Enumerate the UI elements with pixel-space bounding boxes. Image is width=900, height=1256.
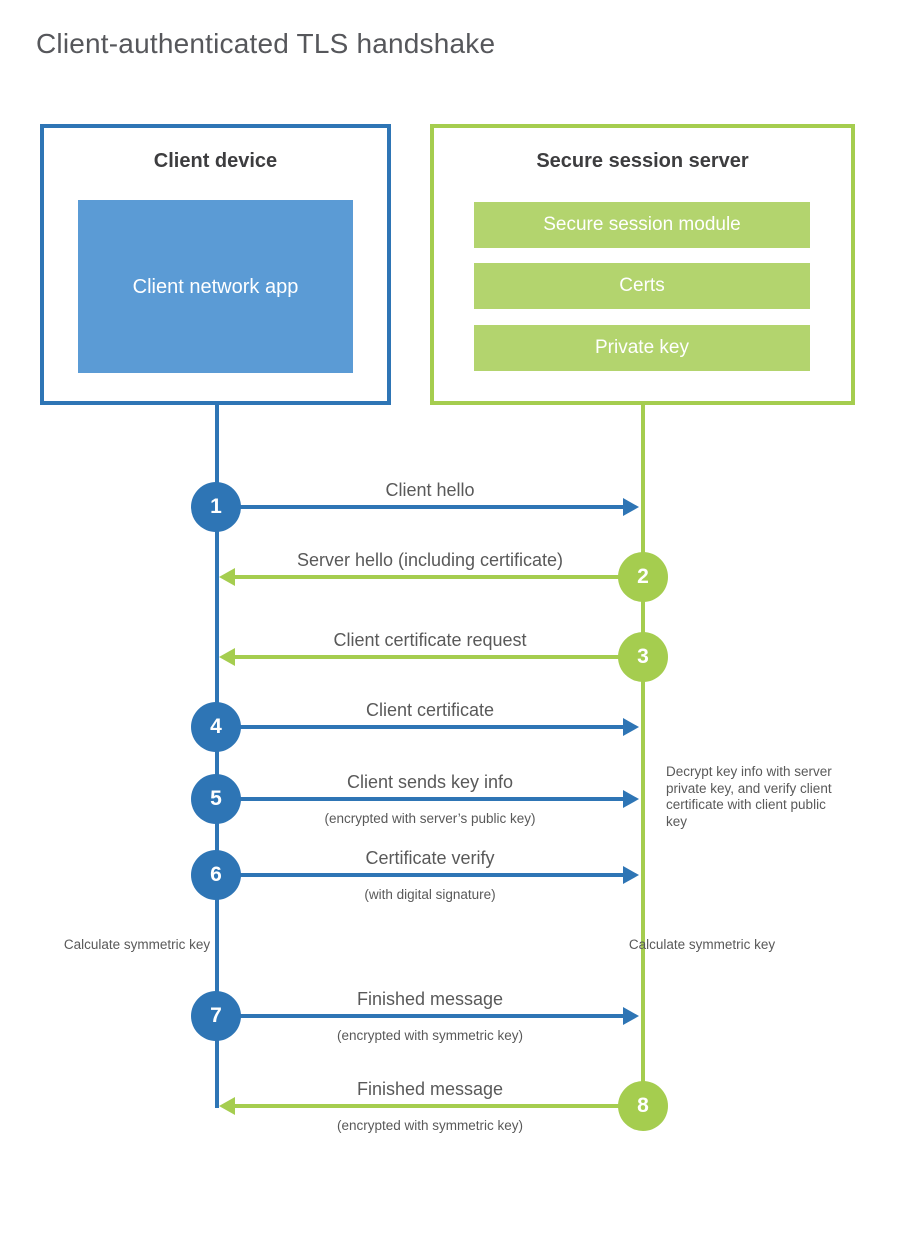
- step-number-badge: 8: [618, 1081, 668, 1131]
- step-number-badge: 7: [191, 991, 241, 1041]
- message-label: Client certificate: [365, 700, 495, 720]
- arrowhead-right-icon: [623, 498, 639, 516]
- client-lifeline: [215, 404, 219, 1108]
- arrowhead-right-icon: [623, 718, 639, 736]
- message-label: Certificate verify: [365, 848, 495, 868]
- calculate-symmetric-key-note-client: Calculate symmetric key: [63, 937, 211, 952]
- arrowhead-left-icon: [219, 648, 235, 666]
- server-module-private-key: Private key: [474, 325, 810, 371]
- arrowhead-right-icon: [623, 790, 639, 808]
- arrow-line: [238, 797, 623, 801]
- arrow-line: [235, 1104, 643, 1108]
- calculate-symmetric-key-note-server: Calculate symmetric key: [628, 937, 776, 952]
- page-title: Client-authenticated TLS handshake: [36, 28, 496, 59]
- message-label: Client hello: [385, 480, 475, 500]
- message-label: Client certificate request: [333, 630, 527, 650]
- arrowhead-right-icon: [623, 1007, 639, 1025]
- arrow-line: [235, 575, 643, 579]
- server-lifeline: [641, 405, 645, 1108]
- message-sublabel: (with digital signature): [364, 887, 496, 902]
- arrow-line: [238, 1014, 623, 1018]
- arrow-line: [235, 655, 643, 659]
- arrow-line: [238, 725, 623, 729]
- message-sublabel: (encrypted with symmetric key): [336, 1118, 524, 1133]
- arrow-line: [238, 873, 623, 877]
- message-label: Server hello (including certificate): [296, 550, 564, 570]
- decrypt-key-note: Decrypt key info with server private key…: [666, 764, 832, 829]
- client-network-app-label: Client network app: [132, 275, 299, 298]
- server-module-certs: Certs: [474, 263, 810, 309]
- step-number-badge: 2: [618, 552, 668, 602]
- arrowhead-left-icon: [219, 568, 235, 586]
- step-number-badge: 1: [191, 482, 241, 532]
- client-network-app-box: Client network app: [78, 200, 353, 373]
- message-sublabel: (encrypted with symmetric key): [336, 1028, 524, 1043]
- arrow-line: [238, 505, 623, 509]
- arrowhead-left-icon: [219, 1097, 235, 1115]
- arrowhead-right-icon: [623, 866, 639, 884]
- step-number-badge: 4: [191, 702, 241, 752]
- message-label: Finished message: [356, 989, 504, 1009]
- server-title: Secure session server: [536, 150, 749, 172]
- server-module-secure-session: Secure session module: [474, 202, 810, 248]
- client-device-title: Client device: [153, 150, 278, 172]
- step-number-badge: 6: [191, 850, 241, 900]
- message-sublabel: (encrypted with server’s public key): [324, 811, 536, 826]
- step-number-badge: 3: [618, 632, 668, 682]
- message-label: Finished message: [356, 1079, 504, 1099]
- message-label: Client sends key info: [346, 772, 514, 792]
- step-number-badge: 5: [191, 774, 241, 824]
